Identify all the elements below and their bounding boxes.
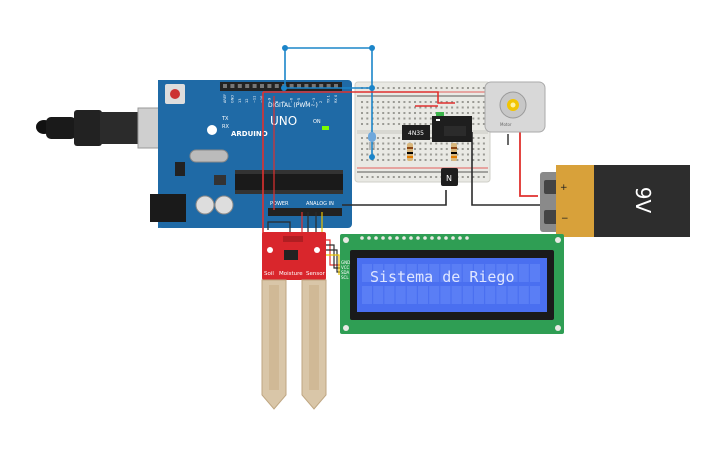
header-pin[interactable] (319, 84, 324, 88)
lcd-pin-label: SCL (341, 275, 349, 280)
pin-label: ~9 (267, 98, 271, 103)
power-led (322, 126, 329, 130)
resistor-2[interactable] (451, 143, 457, 161)
pin-label: 7 (282, 101, 286, 103)
pin-label: ~10 (260, 96, 264, 103)
transistor-label: N (446, 174, 452, 183)
header-pin[interactable] (334, 84, 338, 88)
sensor-label-soil: Soil (264, 271, 274, 277)
digital-header[interactable] (220, 82, 342, 91)
header-pin[interactable] (237, 84, 242, 88)
arduino-logo-icon (207, 125, 217, 135)
header-pin[interactable] (326, 84, 331, 88)
pin-label: AREF (223, 94, 227, 103)
wire-black-ground[interactable] (342, 190, 447, 206)
motor-label: Motor (500, 122, 512, 127)
arduino-logo-text: ARDUINO (231, 130, 268, 138)
pin-label: GND (230, 95, 234, 103)
optocoupler-chip[interactable]: 4N35 (402, 125, 430, 140)
header-pin[interactable] (297, 84, 301, 88)
relay-module[interactable] (432, 116, 472, 142)
header-pin[interactable] (252, 84, 257, 88)
battery-9v[interactable]: + − 9V (540, 165, 690, 237)
header-pin[interactable] (245, 84, 250, 88)
wire-black-battery[interactable] (471, 132, 540, 206)
digital-header-label: DIGITAL (PWM~) (268, 102, 318, 109)
rx-label: RX (222, 124, 229, 130)
wire-blue-top[interactable] (284, 47, 373, 160)
resistor-1[interactable] (407, 143, 413, 161)
transistor[interactable]: N (441, 168, 458, 186)
lcd-pin-label: SDA (341, 270, 350, 275)
fan-icon (507, 99, 519, 111)
header-pin[interactable] (304, 84, 309, 88)
header-pin[interactable] (230, 84, 235, 88)
analog-header-label: ANALOG IN (306, 201, 334, 207)
capacitor-2 (214, 195, 234, 215)
voltage-regulator (175, 162, 185, 176)
header-pin[interactable] (260, 84, 264, 88)
header-pin[interactable] (289, 84, 294, 88)
header-pin[interactable] (274, 84, 279, 88)
wire-red-battery[interactable] (519, 132, 538, 197)
led[interactable] (368, 132, 376, 150)
pin-label: ~6 (290, 98, 294, 103)
capacitor-1 (195, 195, 215, 215)
battery-plus: + (560, 183, 568, 193)
lcd-pin-label: GND (341, 260, 350, 265)
pin-label: ~5 (297, 98, 301, 103)
header-pin[interactable] (267, 84, 272, 88)
pin-label: RX 0 (334, 95, 338, 103)
on-label: ON (313, 119, 321, 125)
pin-label: ~11 (253, 96, 257, 103)
pin-label: 4 (304, 100, 308, 103)
pin-label: ~3 (312, 98, 316, 103)
header-pin[interactable] (223, 84, 227, 88)
wire-red-top[interactable] (263, 91, 455, 104)
pin-label: 13 (238, 99, 242, 103)
pin-label: 2 (319, 101, 323, 103)
dc-power-jack (150, 194, 186, 222)
battery-label: 9V (631, 187, 655, 214)
pin-label: 12 (245, 99, 249, 103)
tx-label: TX (221, 116, 229, 122)
optocoupler-label: 4N35 (408, 130, 424, 137)
lcd-pin-label: VCC (341, 265, 350, 270)
power-header-label: POWER (270, 201, 289, 207)
sensor-label-sensor: Sensor (306, 271, 326, 277)
power-analog-header[interactable] (268, 208, 342, 216)
pin-label: 8 (275, 101, 279, 103)
dc-motor[interactable]: Motor (484, 81, 546, 133)
header-pin[interactable] (311, 84, 316, 88)
battery-minus: − (561, 214, 569, 224)
crystal (189, 149, 229, 163)
soil-moisture-sensor[interactable]: Soil Moisture Sensor (261, 232, 327, 410)
green-led-dots (436, 112, 444, 116)
pin-label: TX 1 (327, 95, 331, 104)
sensor-label-moisture: Moisture (279, 271, 303, 277)
arduino-model: UNO (270, 114, 297, 128)
lcd-text: Sistema de Riego (370, 268, 515, 286)
small-ic (214, 175, 226, 185)
